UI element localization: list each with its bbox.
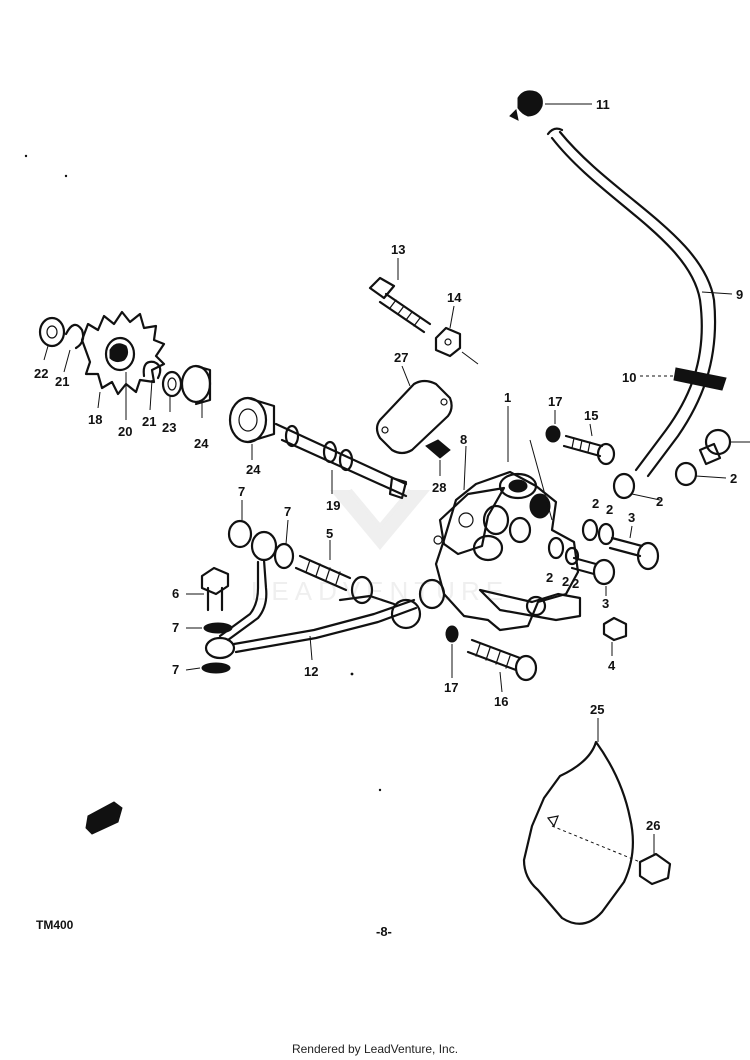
part-fitting-top-right[interactable] [698,428,750,466]
page-number: -8- [376,924,392,939]
part-26-screw[interactable] [551,825,672,886]
callout-2-e: 2 [546,570,553,585]
callout-8: 8 [460,432,467,447]
callout-21-b: 21 [142,414,156,429]
part-2-washer-b[interactable] [674,461,727,487]
part-7-washer-b[interactable] [273,519,295,570]
callout-11: 11 [596,97,610,112]
callout-15: 15 [584,408,598,423]
part-3-bolt-a[interactable] [608,525,660,571]
callout-2-d: 2 [606,502,613,517]
callout-labels: 11 9 13 14 22 21 18 20 21 23 24 27 10 17… [34,97,743,833]
callout-24: 24 [194,436,209,451]
callout-9: 9 [736,287,743,302]
callout-13: 13 [391,242,405,257]
part-21-clip-b[interactable] [142,360,162,411]
callout-7-d: 7 [172,662,179,677]
callout-17: 17 [548,394,562,409]
part-13-bolt[interactable] [368,258,432,334]
callout-28: 28 [432,480,446,495]
front-direction-arrow-icon [85,801,123,835]
part-3-bolt-b[interactable] [570,556,616,596]
callout-24-b: 24 [246,462,261,477]
callout-3-b: 3 [602,596,609,611]
callout-18: 18 [88,412,102,427]
callout-20: 20 [118,424,132,439]
callout-7-c: 7 [172,620,179,635]
callout-26: 26 [646,818,660,833]
part-9-oil-hose[interactable] [546,127,733,478]
watermark-text: LEADVENTURE [251,576,509,606]
part-16-bolt[interactable] [466,638,538,693]
scan-specks [24,154,382,792]
part-5-bolt[interactable] [294,540,374,605]
callout-1: 1 [504,390,511,405]
callout-2-f: 2 [562,574,569,589]
callout-7-b: 7 [284,504,291,519]
part-17-oring-a[interactable] [545,410,561,443]
part-18-gear[interactable] [80,310,166,409]
rendered-by-credit: Rendered by LeadVenture, Inc. [291,1042,459,1056]
callout-22: 22 [34,366,48,381]
callout-19: 19 [326,498,340,513]
callout-2-b: 2 [730,471,737,486]
part-14-nut[interactable] [434,305,479,365]
callout-17-b: 17 [444,680,458,695]
part-7-washer-d[interactable] [185,662,231,674]
part-10-clamp[interactable] [640,367,727,391]
part-8-gasket[interactable] [433,445,506,556]
callout-3-a: 3 [628,510,635,525]
callout-12: 12 [304,664,318,679]
part-22-washer[interactable] [38,316,66,361]
part-6-bolt[interactable] [186,566,230,612]
leadventure-watermark-logo: LEADVENTURE [251,488,509,606]
callout-21: 21 [55,374,69,389]
callout-16: 16 [494,694,508,709]
callout-27: 27 [394,350,408,365]
part-15-bolt[interactable] [562,423,616,466]
callout-2-g: 2 [572,576,579,591]
callout-10: 10 [622,370,636,385]
callout-7-a: 7 [238,484,245,499]
part-4-cap[interactable] [602,616,628,656]
part-25-cover[interactable] [522,718,634,925]
callout-2-a: 2 [656,494,663,509]
part-23-washer[interactable] [161,370,183,412]
drawing-code: TM400 [36,918,74,932]
part-24-bushing-a[interactable] [180,364,212,418]
part-24-bushing-b[interactable] [228,396,276,460]
part-19-shaft[interactable] [274,422,408,500]
part-11-hose-clip[interactable] [509,90,592,121]
callout-14: 14 [447,290,462,305]
part-2-washers-cluster[interactable] [547,518,615,566]
callout-4: 4 [608,658,616,673]
callout-5: 5 [326,526,333,541]
callout-2-c: 2 [592,496,599,511]
part-21-clip-a[interactable] [63,323,85,373]
part-7-washer-a[interactable] [227,500,253,549]
part-17-oring-b[interactable] [445,625,459,678]
part-2-washer-a[interactable] [612,472,661,501]
part-27-cover[interactable] [375,365,453,455]
part-28-bolt[interactable] [425,439,451,476]
callout-6: 6 [172,586,179,601]
part-12-oil-line[interactable] [204,530,446,661]
callout-25: 25 [590,702,604,717]
callout-23: 23 [162,420,176,435]
